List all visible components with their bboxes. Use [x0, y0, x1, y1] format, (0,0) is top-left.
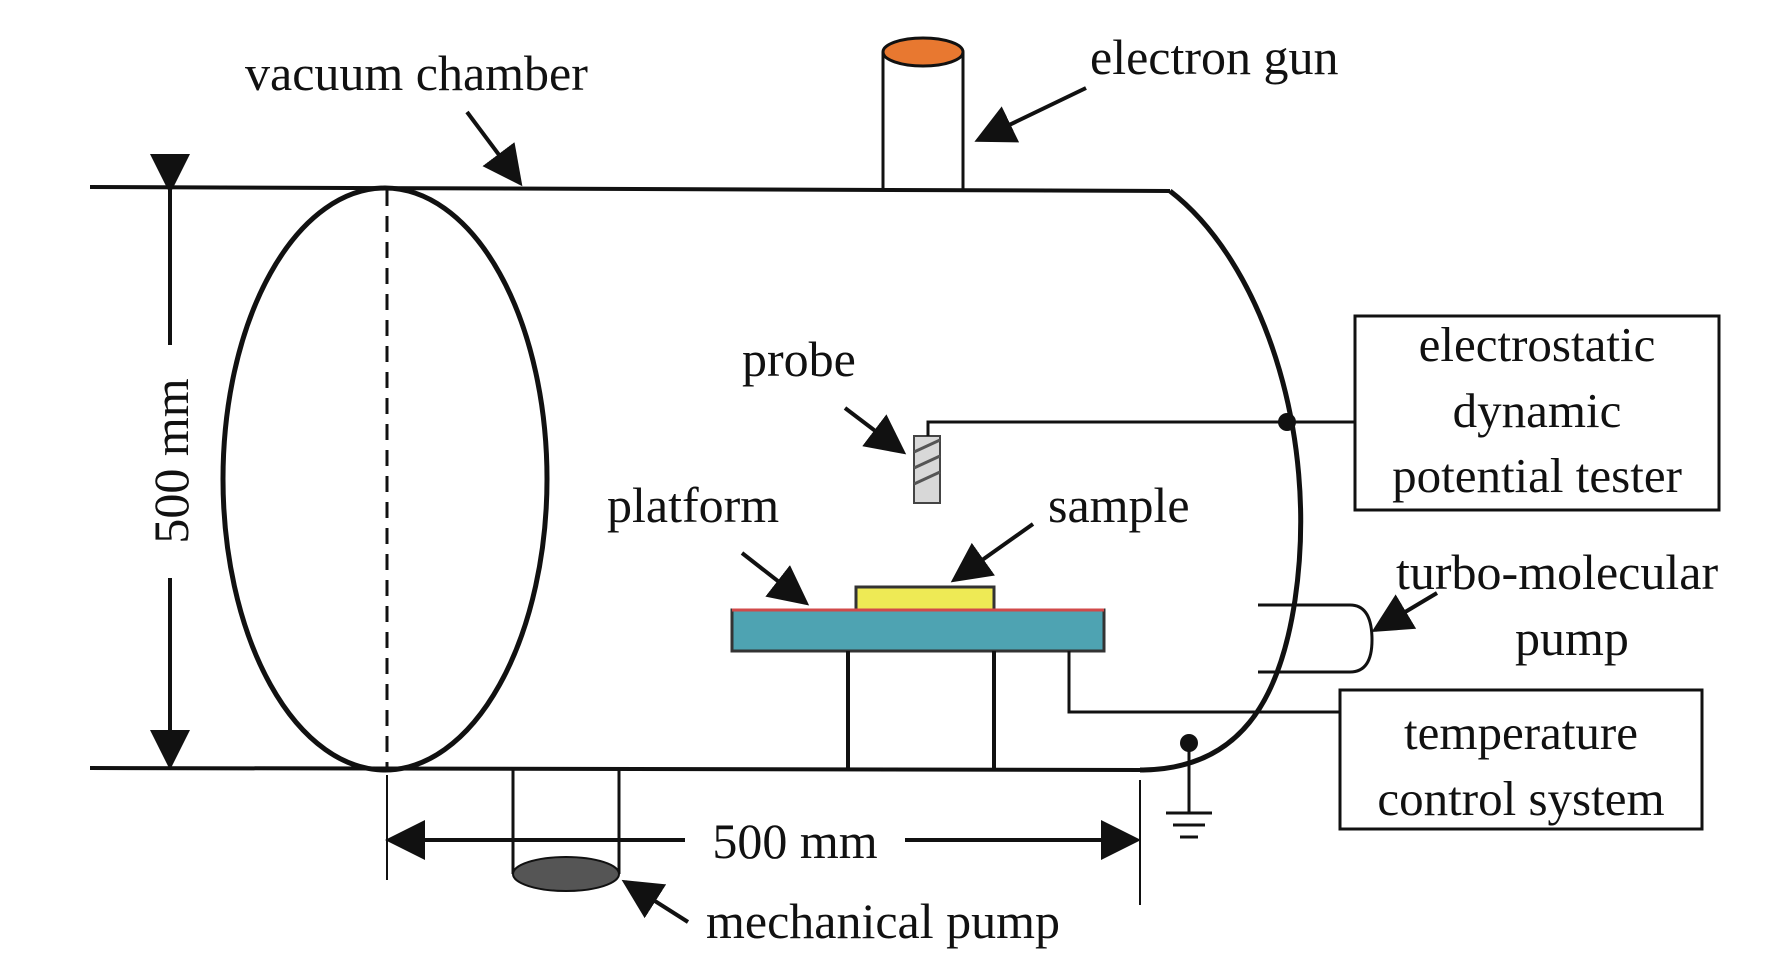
- arrow-sample: [950, 522, 1035, 583]
- chamber-right-end: [1139, 189, 1304, 773]
- gun-top: [881, 36, 965, 68]
- turbo-pump-port: [1258, 603, 1374, 674]
- label-sample: sample: [1048, 477, 1190, 533]
- label-turbo-pump-line1: turbo-molecular: [1396, 544, 1718, 600]
- leader-arrows: [465, 86, 1439, 924]
- arrow-vacuum-chamber: [465, 110, 523, 187]
- electrostatic-tester-box: electrostatic dynamic potential tester: [1353, 314, 1721, 512]
- temperature-control-box: temperature control system: [1338, 688, 1704, 831]
- electron-gun: [881, 36, 965, 190]
- ground-icon: [1166, 734, 1212, 839]
- sample: [854, 585, 996, 613]
- arrow-platform: [740, 551, 810, 606]
- label-platform: platform: [607, 477, 779, 533]
- tester-box-line: potential tester: [1392, 448, 1682, 503]
- vacuum-chamber: [89, 185, 1304, 773]
- arrow-probe: [843, 406, 907, 455]
- platform: [730, 608, 1106, 653]
- pump-disc: [512, 856, 620, 892]
- probe-hatch: [913, 438, 941, 454]
- tester-box-line: dynamic: [1453, 383, 1622, 438]
- probe-hatch: [913, 470, 941, 486]
- temperature-box-frame: [1338, 688, 1704, 831]
- temperature-wire: [1067, 651, 1340, 714]
- height-dimension-label: 500 mm: [143, 378, 199, 543]
- temperature-box-line: control system: [1377, 771, 1664, 826]
- mechanical-pump: [511, 770, 621, 892]
- length-dimension-label: 500 mm: [712, 813, 877, 869]
- label-electron-gun: electron gun: [1090, 29, 1339, 85]
- label-probe: probe: [742, 331, 856, 387]
- arrow-electron-gun: [974, 86, 1087, 143]
- length-dimension: [385, 775, 1141, 905]
- chamber-left-ellipse: [220, 185, 550, 773]
- probe-feedthrough-node: [1278, 413, 1296, 431]
- chamber-bottom-line: [89, 766, 1141, 772]
- label-mechanical-pump: mechanical pump: [706, 893, 1060, 949]
- tester-box-frame: [1353, 314, 1721, 512]
- probe-hatch: [913, 454, 941, 470]
- chamber-top-line: [89, 185, 1171, 193]
- arrow-turbo-pump: [1371, 591, 1439, 633]
- label-turbo-pump-line2: pump: [1515, 610, 1629, 666]
- probe-wire: [926, 420, 1355, 436]
- probe: [913, 413, 1355, 504]
- arrow-mechanical-pump: [621, 879, 690, 924]
- tester-box-line: electrostatic: [1419, 317, 1656, 372]
- platform-assembly: [730, 585, 1340, 770]
- temperature-box-line: temperature: [1404, 705, 1638, 760]
- label-vacuum-chamber: vacuum chamber: [245, 45, 588, 101]
